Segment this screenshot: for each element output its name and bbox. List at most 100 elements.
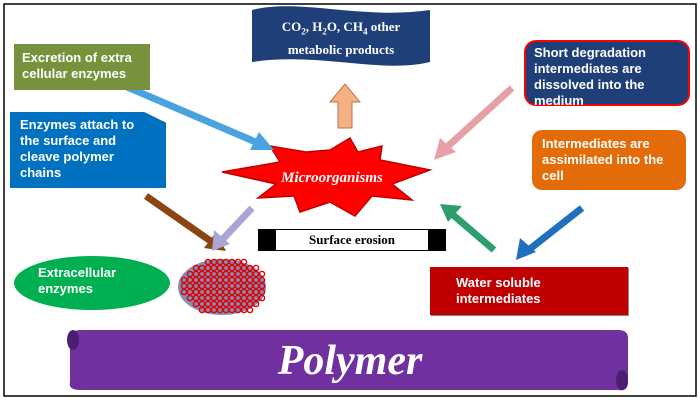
particle (186, 276, 194, 284)
other-text: other (367, 19, 401, 34)
particle (258, 288, 266, 296)
particle (240, 288, 248, 296)
particle (240, 276, 248, 284)
particle (216, 288, 224, 296)
particle (192, 282, 200, 290)
particle (204, 264, 212, 272)
particle (186, 294, 194, 302)
arrow-assimilated-to-water-soluble (516, 205, 585, 260)
particle (246, 276, 254, 284)
particle (252, 264, 260, 272)
short-degradation-box: Short degradation intermediates are diss… (524, 40, 690, 108)
particle (192, 288, 200, 296)
particle (240, 306, 248, 314)
particle (234, 282, 242, 290)
particle (252, 294, 260, 302)
particle (210, 306, 218, 314)
particle (186, 288, 194, 296)
particle (246, 270, 254, 278)
assimilated-text: Intermediates are assimilated into the c… (542, 136, 664, 183)
particle (246, 306, 254, 314)
surface-erosion-bar: Surface erosion (258, 229, 446, 251)
particle (228, 300, 236, 308)
particle (210, 300, 218, 308)
particle (210, 288, 218, 296)
particle (216, 264, 224, 272)
particle (210, 282, 218, 290)
particle (222, 282, 230, 290)
particle (240, 300, 248, 308)
enzymes-attach-text: Enzymes attach to the surface and cleave… (20, 117, 135, 180)
metabolic-products-banner (252, 6, 430, 66)
particle (252, 270, 260, 278)
co2-text: CO (281, 19, 302, 34)
particle (240, 258, 248, 266)
particle (216, 300, 224, 308)
particle (240, 282, 248, 290)
particle (258, 276, 266, 284)
metabolic-products-label: CO2, H2O, CH4 other metabolic products (252, 18, 430, 58)
particle (186, 282, 194, 290)
particle (210, 276, 218, 284)
metabolic-products-line2: metabolic products (287, 41, 395, 57)
particle (204, 288, 212, 296)
particle (192, 270, 200, 278)
particle (210, 294, 218, 302)
particle (228, 282, 236, 290)
particle (222, 276, 230, 284)
microorganisms-star (221, 136, 433, 217)
particle (228, 258, 236, 266)
particle (252, 276, 260, 284)
arrow-up-to-products (328, 83, 362, 129)
particle (216, 276, 224, 284)
particle (240, 264, 248, 272)
particle (246, 288, 254, 296)
arrow-water-soluble-to-microorganisms (440, 204, 497, 253)
particle (192, 300, 200, 308)
particle (240, 294, 248, 302)
particle (198, 264, 206, 272)
particle (228, 270, 236, 278)
particle (258, 282, 266, 290)
particle (210, 270, 218, 278)
particle (234, 294, 242, 302)
particle (180, 282, 188, 290)
particle (216, 282, 224, 290)
particle (198, 270, 206, 278)
particle (234, 300, 242, 308)
particle (234, 288, 242, 296)
particle (234, 264, 242, 272)
particle (198, 288, 206, 296)
particle (198, 306, 206, 314)
scroll-curl-right (616, 370, 628, 390)
outer-frame (3, 3, 697, 397)
polymer-particle-cluster (178, 258, 266, 315)
particle (252, 288, 260, 296)
particle (222, 270, 230, 278)
particle (198, 294, 206, 302)
arrow-microorganisms-to-cluster (212, 205, 255, 251)
particle (204, 306, 212, 314)
particle (216, 294, 224, 302)
particle (216, 306, 224, 314)
enzymes-attach-box: Enzymes attach to the surface and cleave… (10, 112, 166, 188)
particle (222, 306, 230, 314)
microorganisms-text: Microorganisms (281, 170, 383, 186)
particle (180, 288, 188, 296)
particle (216, 270, 224, 278)
particle (210, 258, 218, 266)
particle (222, 258, 230, 266)
polymer-text: Polymer (277, 338, 423, 384)
particle (246, 294, 254, 302)
extracellular-enzymes-text: Extracellular enzymes (38, 265, 117, 296)
particle (192, 294, 200, 302)
particle (204, 300, 212, 308)
particle (252, 282, 260, 290)
ch4-text: O, CH (326, 19, 363, 34)
microorganisms-label: Microorganisms (262, 170, 402, 186)
particle (246, 282, 254, 290)
particle (234, 270, 242, 278)
water-soluble-text: Water soluble intermediates (456, 275, 541, 306)
scroll-curl-left (67, 330, 79, 350)
